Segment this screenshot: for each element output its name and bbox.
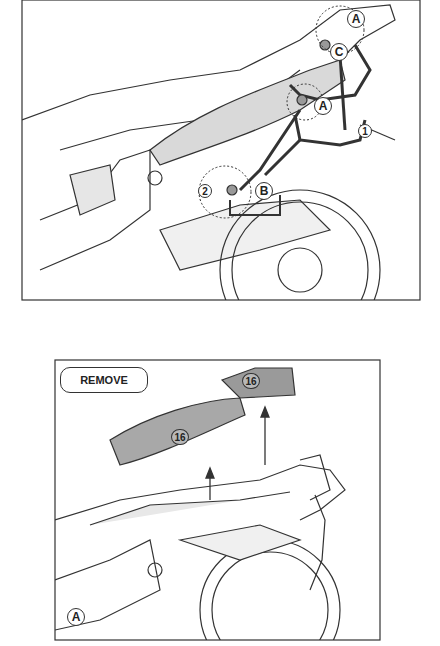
instruction-box: REMOVE <box>60 367 148 393</box>
callout-number: 2 <box>198 184 212 198</box>
callout-letter: A <box>314 97 332 115</box>
instruction-text: REMOVE <box>80 374 128 386</box>
callout-letter: C <box>330 43 348 61</box>
part-number: 16 <box>171 429 188 445</box>
part-number: 16 <box>242 373 259 389</box>
callout-letter: B <box>255 182 273 200</box>
callout-letter: A <box>67 608 85 626</box>
callout-number: 1 <box>358 124 372 138</box>
callout-letter: A <box>347 10 365 28</box>
